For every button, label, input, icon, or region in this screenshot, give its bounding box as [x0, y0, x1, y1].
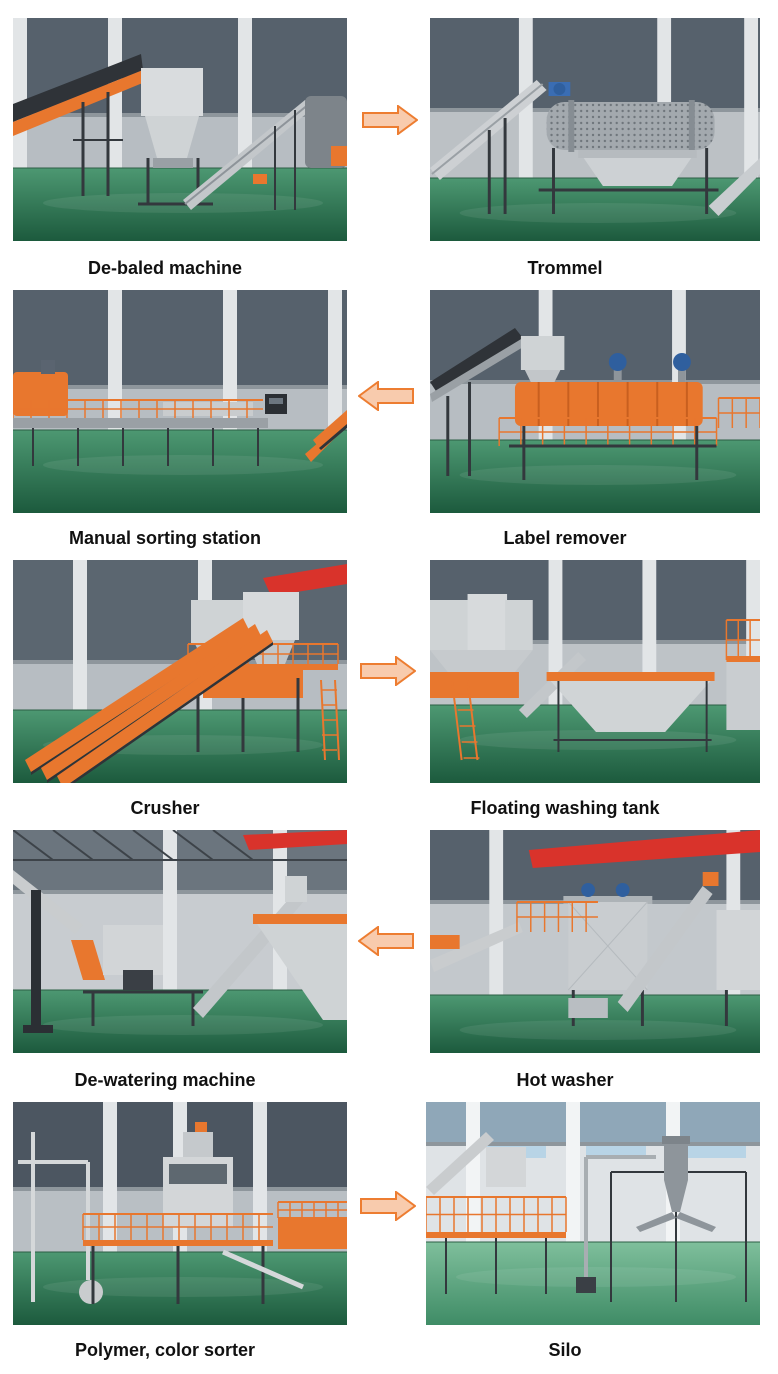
- caption-manual-sorting-station: Manual sorting station: [68, 528, 261, 548]
- caption-trommel: Trommel: [527, 258, 603, 278]
- arrow-right-icon: [360, 1191, 416, 1221]
- arrow-left-icon: [358, 926, 414, 956]
- caption-de-baled-machine: De-baled machine: [87, 258, 243, 278]
- arrow-left-icon: [358, 381, 414, 411]
- caption-floating-washing-tank: Floating washing tank: [470, 798, 660, 818]
- arrow-right-icon: [360, 656, 416, 686]
- caption-silo: Silo: [548, 1340, 582, 1360]
- caption-de-watering-machine: De-watering machine: [74, 1070, 256, 1090]
- de-watering-machine-photo: [13, 830, 347, 1053]
- caption-polymer-color-sorter: Polymer, color sorter: [74, 1340, 256, 1360]
- label-remover-photo: [430, 290, 760, 513]
- hot-washer-photo: [430, 830, 760, 1053]
- crusher-photo: [13, 560, 347, 783]
- arrow-right-icon: [362, 105, 418, 135]
- polymer-color-sorter-photo: [13, 1102, 347, 1325]
- manual-sorting-station-photo: [13, 290, 347, 513]
- trommel-photo: [430, 18, 760, 241]
- caption-crusher: Crusher: [130, 798, 200, 818]
- de-baled-machine-photo: [13, 18, 347, 241]
- floating-washing-tank-photo: [430, 560, 760, 783]
- caption-label-remover: Label remover: [503, 528, 627, 548]
- caption-hot-washer: Hot washer: [516, 1070, 614, 1090]
- silo-photo: [426, 1102, 760, 1325]
